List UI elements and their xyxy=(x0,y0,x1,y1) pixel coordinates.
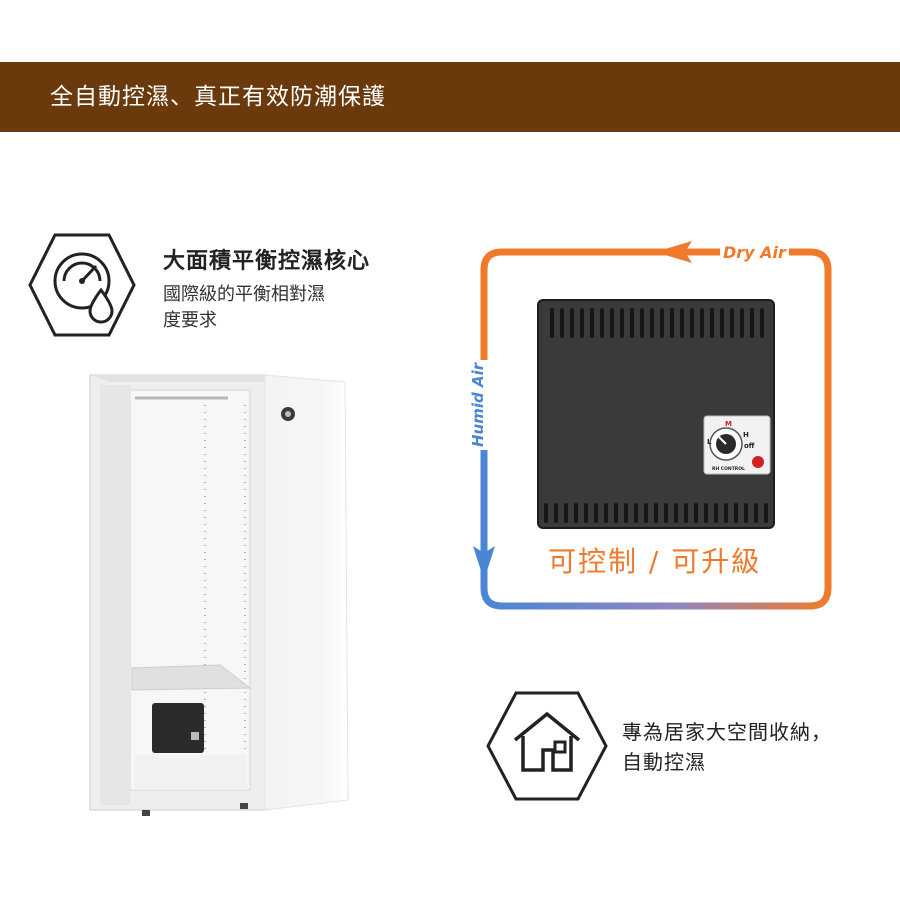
dry-air-label: Dry Air xyxy=(720,243,789,262)
dial-h-label: H xyxy=(743,431,749,439)
dial-l-label: L xyxy=(707,438,712,446)
humid-air-label: Humid Air xyxy=(468,360,488,450)
feature-core-desc-1: 國際級的平衡相對濕 xyxy=(163,284,325,305)
house-icon xyxy=(486,691,608,801)
dial-caption: RH CONTROL xyxy=(712,466,745,472)
dial-off-label: off xyxy=(744,442,755,450)
header-banner: 全自動控濕、真正有效防潮保護 xyxy=(0,62,900,132)
feature-home-desc-2: 自動控濕 xyxy=(622,750,706,774)
dry-cabinet-image xyxy=(89,374,349,816)
feature-home-desc-1: 專為居家大空間收納， xyxy=(622,720,832,744)
control-upgrade-text: 可控制 / 可升級 xyxy=(548,545,762,578)
feature-core-desc-2: 度要求 xyxy=(163,310,217,331)
humidity-gauge-icon xyxy=(28,233,136,337)
banner-title: 全自動控濕、真正有效防潮保護 xyxy=(50,84,386,110)
dehumidifier-unit-image: M H L off RH CONTROL xyxy=(537,299,775,529)
dial-m-label: M xyxy=(725,420,732,428)
feature-core-title: 大面積平衡控濕核心 xyxy=(163,249,371,274)
airflow-loop-diagram xyxy=(473,241,832,610)
